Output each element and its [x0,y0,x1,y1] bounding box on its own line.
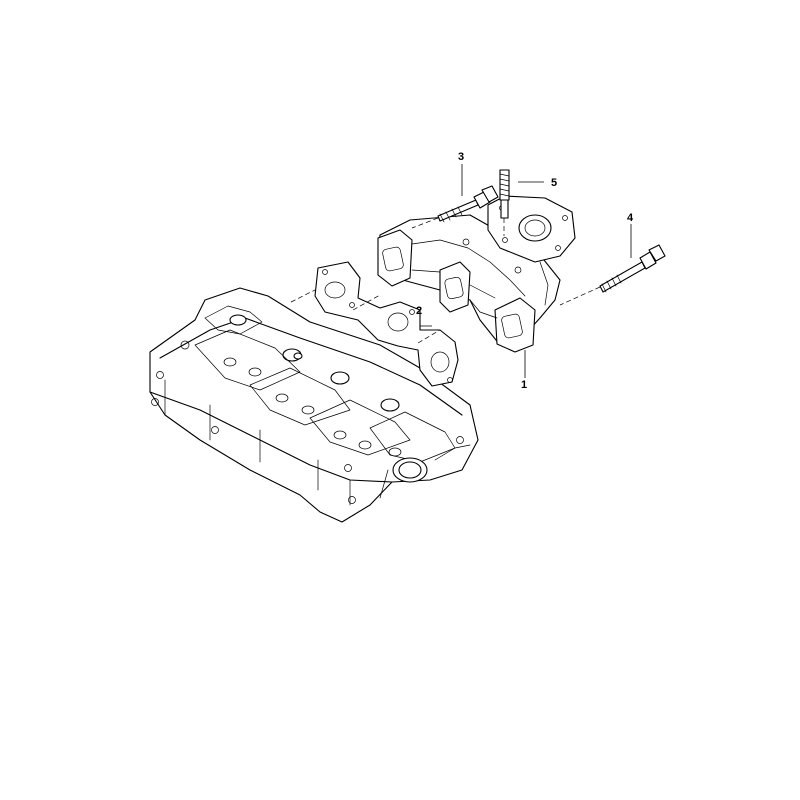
leader-lines [419,164,632,378]
callout-3: 3 [458,151,465,163]
long-flange-bolt-icon [599,244,666,293]
callout-1: 1 [521,379,528,391]
manifold-gasket-icon [314,261,459,387]
callout-2: 2 [416,305,423,317]
assembly-lines [290,217,601,344]
flange-bolt-icon [437,185,499,223]
stud-icon [499,169,510,219]
callout-4: 4 [627,212,634,224]
cylinder-head-icon [149,287,479,523]
exhaust-manifold-icon [377,195,576,353]
callout-5: 5 [551,177,558,189]
